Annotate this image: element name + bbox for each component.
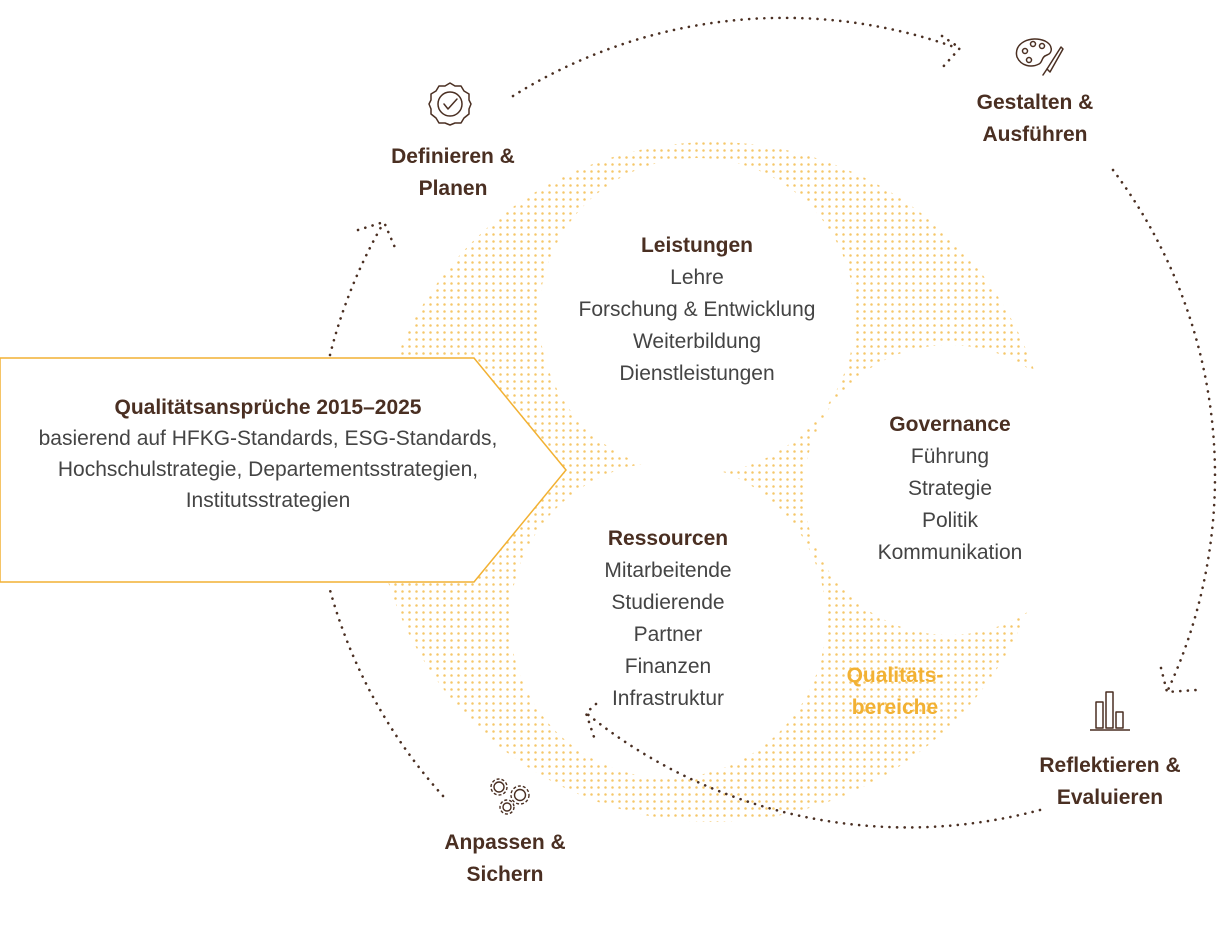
stage-reflect-line2: Evaluieren bbox=[1056, 786, 1164, 809]
stage-reflect-label: Reflektieren & Evaluieren bbox=[1010, 750, 1210, 814]
stage-design-line1: Gestalten & bbox=[976, 91, 1094, 114]
leistungen-item: Weiterbildung bbox=[632, 330, 762, 353]
ressourcen-item: Finanzen bbox=[624, 655, 712, 678]
leistungen-title: Leistungen bbox=[640, 234, 753, 257]
governance-circle bbox=[804, 345, 1094, 635]
leistungen-item: Lehre bbox=[670, 266, 724, 289]
governance-item: Politik bbox=[921, 509, 979, 532]
claims-line: basierend auf HFKG-Standards, ESG-Standa… bbox=[38, 427, 498, 450]
quality-areas-line1: Qualitäts- bbox=[846, 664, 944, 687]
stage-design-label: Gestalten & Ausführen bbox=[935, 87, 1135, 151]
governance-item: Kommunikation bbox=[877, 541, 1023, 564]
stage-adapt-line2: Sichern bbox=[466, 863, 544, 886]
stage-define-line2: Planen bbox=[418, 177, 488, 200]
governance-title: Governance bbox=[889, 413, 1011, 436]
cycle-arc-bottom bbox=[584, 711, 1042, 829]
stage-define-line1: Definieren & bbox=[391, 145, 515, 168]
claims-box bbox=[0, 357, 567, 583]
ressourcen-item: Mitarbeitende bbox=[604, 559, 732, 582]
gears-icon bbox=[490, 778, 530, 815]
leistungen-item: Forschung & Entwicklung bbox=[578, 298, 816, 321]
governance-text: Governance Führung Strategie Politik Kom… bbox=[830, 409, 1070, 569]
claims-title: Qualitätsansprüche 2015–2025 bbox=[114, 396, 422, 419]
stage-reflect-line1: Reflektieren & bbox=[1039, 754, 1181, 777]
ressourcen-title: Ressourcen bbox=[607, 527, 729, 550]
quality-areas-line2: bereiche bbox=[851, 696, 939, 719]
ressourcen-circle bbox=[510, 462, 826, 778]
claims-box-text: Qualitätsansprüche 2015–2025 basierend a… bbox=[0, 392, 536, 516]
leistungen-text: Leistungen Lehre Forschung & Entwicklung… bbox=[545, 230, 849, 390]
palette-brush-icon bbox=[1015, 38, 1064, 76]
bar-chart-icon bbox=[1090, 691, 1130, 731]
arrowhead-top bbox=[940, 34, 962, 70]
ressourcen-item: Partner bbox=[633, 623, 703, 646]
ressourcen-item: Infrastruktur bbox=[611, 687, 725, 710]
cycle-arc-left-upper bbox=[328, 220, 386, 357]
quality-areas-label: Qualitäts- bereiche bbox=[810, 660, 980, 724]
cycle-arc-right bbox=[1111, 168, 1217, 694]
cycle-arrows bbox=[328, 16, 1217, 829]
leistungen-item: Dienstleistungen bbox=[619, 362, 775, 385]
leistungen-circle bbox=[539, 158, 855, 474]
stage-adapt-line1: Anpassen & bbox=[444, 831, 566, 854]
seal-check-icon bbox=[428, 82, 472, 126]
ressourcen-item: Studierende bbox=[611, 591, 725, 614]
cycle-arc-top bbox=[511, 16, 959, 98]
stage-define-label: Definieren & Planen bbox=[353, 141, 553, 205]
governance-item: Strategie bbox=[907, 477, 993, 500]
claims-line: Institutsstrategien bbox=[185, 489, 351, 512]
governance-item: Führung bbox=[910, 445, 990, 468]
claims-line: Hochschulstrategie, Departementsstrategi… bbox=[57, 458, 479, 481]
ressourcen-text: Ressourcen Mitarbeitende Studierende Par… bbox=[558, 523, 778, 715]
stage-adapt-label: Anpassen & Sichern bbox=[405, 827, 605, 891]
stage-design-line2: Ausführen bbox=[982, 123, 1088, 146]
arrowhead-right bbox=[1159, 666, 1199, 694]
